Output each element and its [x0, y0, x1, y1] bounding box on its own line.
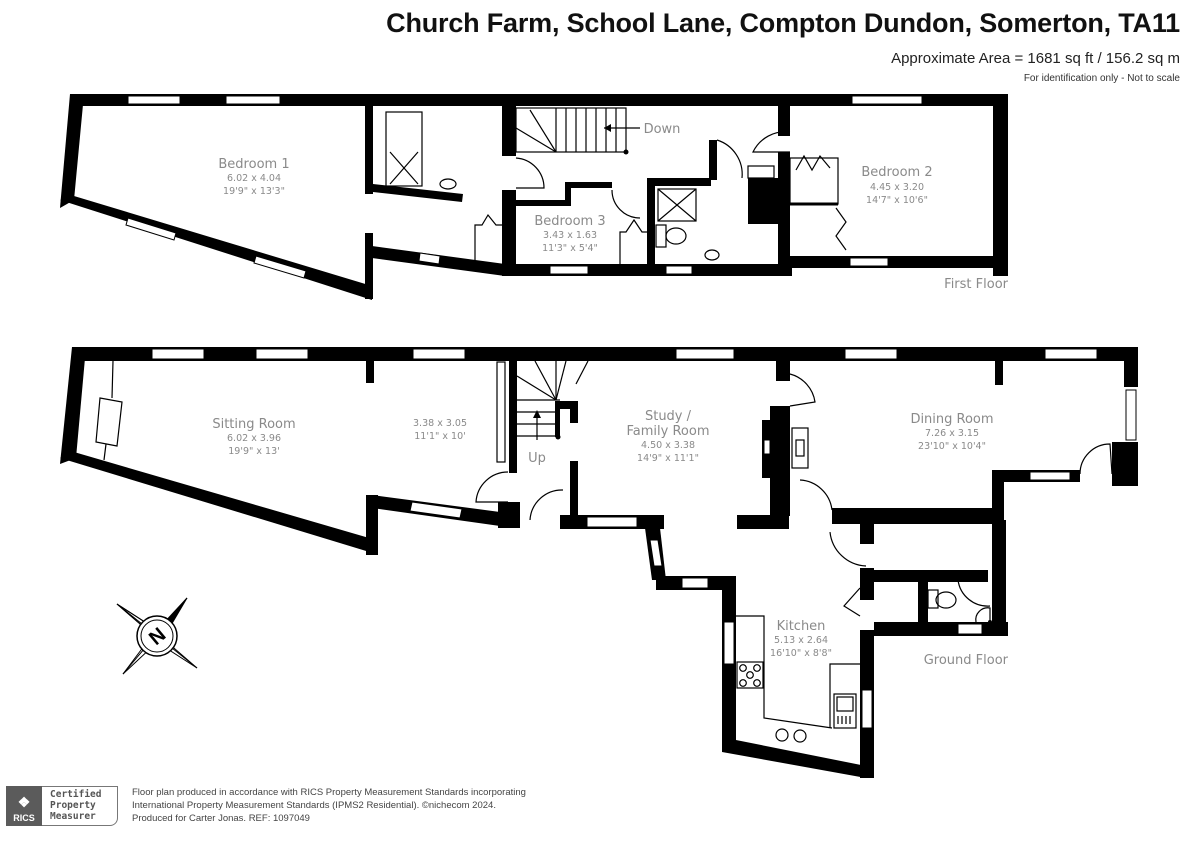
footer-line: Produced for Carter Jonas. REF: 1097049: [132, 813, 310, 824]
first-floor-plan: Down Bedroom 2 4.45 x: [60, 94, 1009, 300]
room-name: Bedroom 2: [861, 165, 932, 180]
first-floor-label: First Floor: [944, 277, 1008, 292]
room-dim-metric: 3.38 x 3.05: [413, 418, 467, 429]
room-dim-imperial: 19'9" x 13'3": [223, 186, 285, 197]
room-dim-metric: 6.02 x 4.04: [227, 173, 281, 184]
room-name: Bedroom 3: [534, 214, 605, 229]
ground-floor-label: Ground Floor: [924, 653, 1009, 668]
room-dim-imperial: 14'7" x 10'6": [866, 195, 928, 206]
room-dim-metric: 7.26 x 3.15: [925, 428, 979, 439]
room-name: Dining Room: [910, 412, 993, 427]
room-dim-imperial: 19'9" x 13': [228, 446, 279, 457]
room-name: Study /: [645, 409, 692, 424]
room-name: Sitting Room: [212, 417, 295, 432]
footer: ❖ RICS Certified Property Measurer Floor…: [6, 786, 526, 826]
rics-logo: ❖ RICS: [6, 786, 42, 826]
stairs-down-label: Down: [644, 122, 681, 137]
room-dim-imperial: 16'10" x 8'8": [770, 648, 832, 659]
rics-crest-icon: ❖: [17, 794, 31, 810]
room-dim-metric: 4.45 x 3.20: [870, 182, 924, 193]
room-name-line2: Family Room: [627, 424, 710, 439]
stairs-up-label: Up: [528, 451, 546, 466]
footer-line: International Property Measurement Stand…: [132, 800, 496, 811]
room-dim-imperial: 14'9" x 11'1": [637, 453, 699, 464]
ground-floor-plan: Up: [60, 347, 1138, 778]
scale-disclaimer: For identification only - Not to scale: [1023, 73, 1180, 84]
room-dim-imperial: 23'10" x 10'4": [918, 441, 986, 452]
room-name: Bedroom 1: [218, 157, 289, 172]
room-dim-metric: 3.43 x 1.63: [543, 230, 597, 241]
room-dim-imperial: 11'3" x 5'4": [542, 243, 598, 254]
room-dim-metric: 6.02 x 3.96: [227, 433, 281, 444]
room-name: Kitchen: [777, 619, 826, 634]
footer-line: Floor plan produced in accordance with R…: [132, 787, 526, 798]
room-dim-metric: 5.13 x 2.64: [774, 635, 828, 646]
approximate-area: Approximate Area = 1681 sq ft / 156.2 sq…: [891, 50, 1180, 67]
property-title: Church Farm, School Lane, Compton Dundon…: [386, 8, 1180, 38]
footer-notes: Floor plan produced in accordance with R…: [132, 786, 526, 825]
compass-north-icon: N: [116, 597, 198, 675]
room-dim-imperial: 11'1" x 10': [414, 431, 465, 442]
certified-property-measurer-badge: Certified Property Measurer: [42, 786, 118, 826]
room-dim-metric: 4.50 x 3.38: [641, 440, 695, 451]
